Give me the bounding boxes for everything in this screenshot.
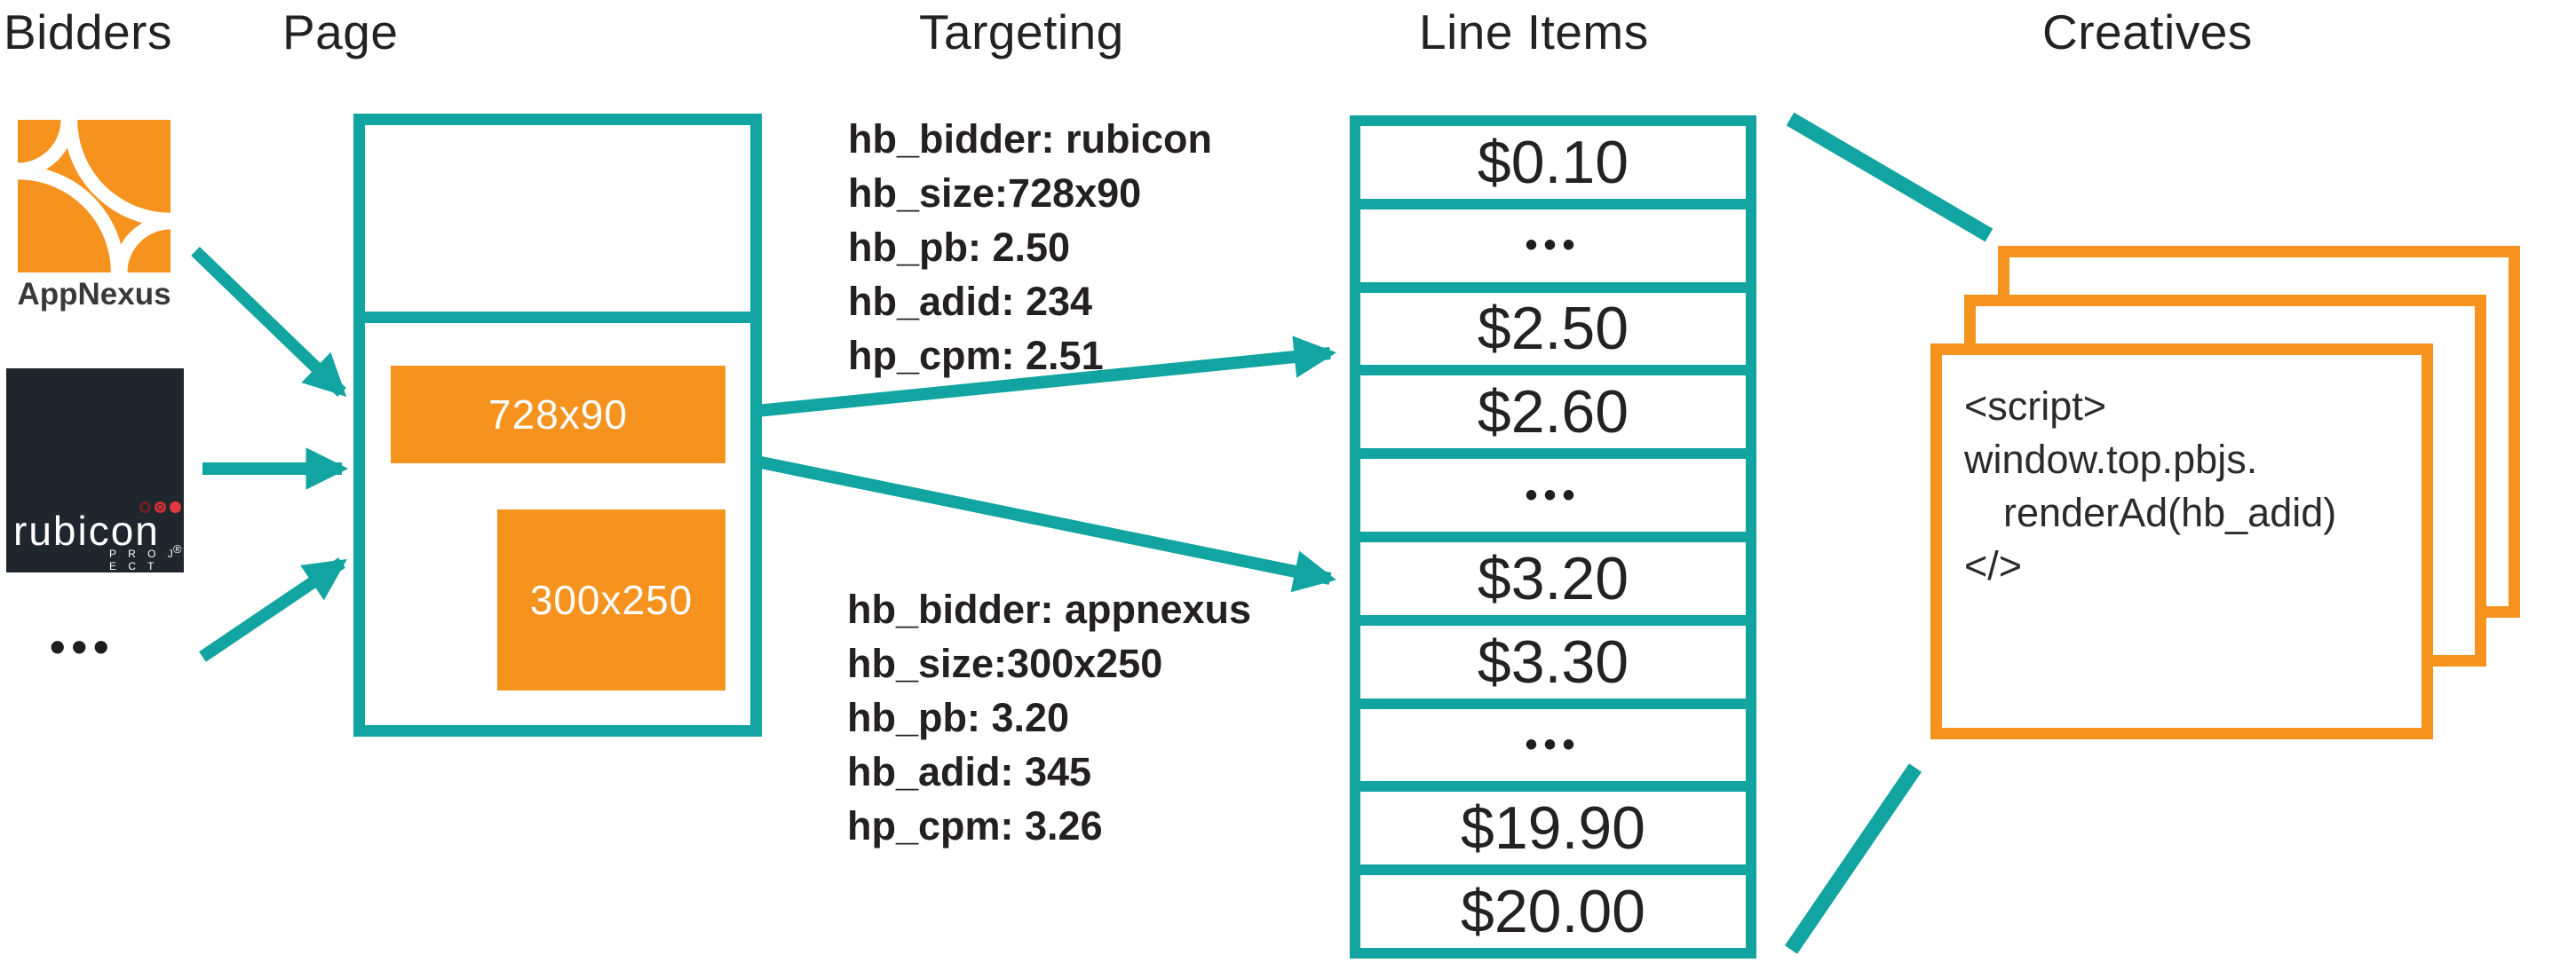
code-line: </>	[1964, 543, 2023, 588]
code-line: window.top.pbjs.	[1964, 437, 2258, 482]
appnexus-logo-icon	[18, 120, 170, 272]
more-bidders-ellipsis: •••	[50, 622, 115, 672]
line-item-row: $3.20	[1360, 541, 1746, 615]
line-items-to-creatives-bottom-connector	[1784, 763, 1922, 954]
rubicon-wordmark: rubicon	[13, 508, 160, 554]
code-line: <script>	[1964, 383, 2107, 429]
appnexus-label: AppNexus	[17, 277, 171, 312]
line-item-row: $3.30	[1360, 625, 1746, 699]
column-header-page: Page	[282, 4, 399, 59]
targeting-kv-line: hb_size:728x90	[848, 170, 1142, 216]
targeting-block-rubicon: hb_bidder: rubicon hb_size:728x90 hb_pb: 2…	[848, 112, 1212, 383]
column-header-bidders: Bidders	[4, 4, 172, 59]
line-item-row: $20.00	[1360, 875, 1746, 948]
line-item-row: $0.10	[1360, 126, 1746, 199]
creative-card-front	[1930, 343, 2433, 739]
creative-code-snippet: <script> window.top.pbjs. renderAd(hb_ad…	[1964, 380, 2336, 593]
targeting-kv-line: hb_adid: 234	[848, 279, 1093, 324]
targeting-kv-line: hb_pb: 3.20	[847, 695, 1070, 740]
targeting-kv-line: hb_bidder: appnexus	[847, 587, 1252, 632]
line-item-row: $19.90	[1360, 792, 1746, 865]
code-line: renderAd(hb_adid)	[2003, 490, 2337, 535]
line-item-row: •••	[1360, 459, 1746, 532]
targeting-kv-line: hp_cpm: 2.51	[848, 333, 1104, 378]
ad-slot-728x90: 728x90	[391, 366, 725, 463]
rubicon-dots-icon	[139, 501, 181, 513]
arrow-more-bidders-to-page	[199, 557, 347, 662]
line-items-to-creatives-top-connector	[1786, 112, 1993, 242]
targeting-kv-line: hp_cpm: 3.26	[847, 803, 1103, 849]
line-item-row: $2.50	[1360, 292, 1746, 366]
column-header-targeting: Targeting	[919, 4, 1124, 59]
line-item-row: •••	[1360, 708, 1746, 782]
arrow-page-to-line-item-320	[755, 455, 1336, 593]
rubicon-registered: ®	[173, 542, 182, 556]
rubicon-logo: rubicon ® P R O J E C T	[6, 368, 184, 572]
line-item-row: •••	[1360, 209, 1746, 282]
ad-slot-300x250: 300x250	[497, 509, 725, 691]
arrow-appnexus-to-page	[191, 246, 347, 398]
targeting-kv-line: hb_bidder: rubicon	[848, 116, 1212, 162]
rubicon-project-label: P R O J E C T	[109, 548, 178, 572]
page-wireframe: 728x90 300x250	[353, 114, 762, 737]
targeting-kv-line: hb_adid: 345	[847, 749, 1092, 794]
rubicon-dot-3	[170, 501, 181, 513]
targeting-kv-line: hb_size:300x250	[847, 641, 1163, 686]
column-header-line-items: Line Items	[1419, 4, 1649, 59]
page-header-divider	[365, 312, 750, 323]
rubicon-dot-1	[139, 501, 151, 513]
targeting-kv-line: hb_pb: 2.50	[848, 225, 1071, 270]
line-item-row: $2.60	[1360, 375, 1746, 449]
line-items-table: $0.10 ••• $2.50 $2.60 ••• $3.20 $3.30 ••• $19.90…	[1350, 115, 1756, 959]
targeting-block-appnexus: hb_bidder: appnexus hb_size:300x250 hb_pb:…	[847, 582, 1251, 853]
rubicon-dot-2	[155, 501, 166, 513]
column-header-creatives: Creatives	[2042, 4, 2253, 59]
